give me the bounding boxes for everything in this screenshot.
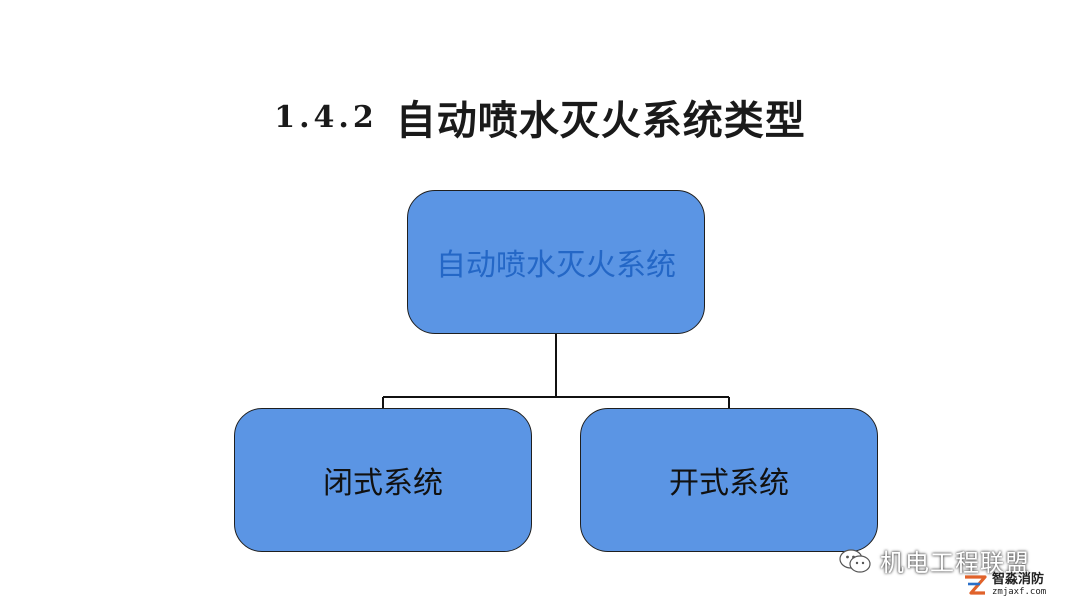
watermark: 机电工程联盟: [838, 543, 1030, 578]
node-closed-system-label: 闭式系统: [323, 466, 443, 501]
title-number: 1.4.2: [274, 99, 378, 135]
brand-name: 智淼消防: [992, 572, 1045, 587]
node-root: 自动喷水灭火系统: [407, 190, 705, 334]
watermark-text: 机电工程联盟: [880, 549, 1030, 577]
brand-logo-icon: [965, 575, 987, 595]
node-open-system-label: 开式系统: [669, 466, 789, 501]
brand-url: zmjaxf.com: [992, 587, 1047, 597]
node-open-system: 开式系统: [580, 408, 878, 552]
page-title: 1.4.2 自动喷水灭火系统类型: [0, 88, 1080, 146]
wechat-icon: [839, 548, 871, 573]
node-root-label: 自动喷水灭火系统: [436, 248, 676, 283]
node-closed-system: 闭式系统: [234, 408, 532, 552]
brand: 智淼消防 zmjaxf.com: [962, 572, 1046, 598]
title-text: 自动喷水灭火系统类型: [395, 98, 806, 144]
